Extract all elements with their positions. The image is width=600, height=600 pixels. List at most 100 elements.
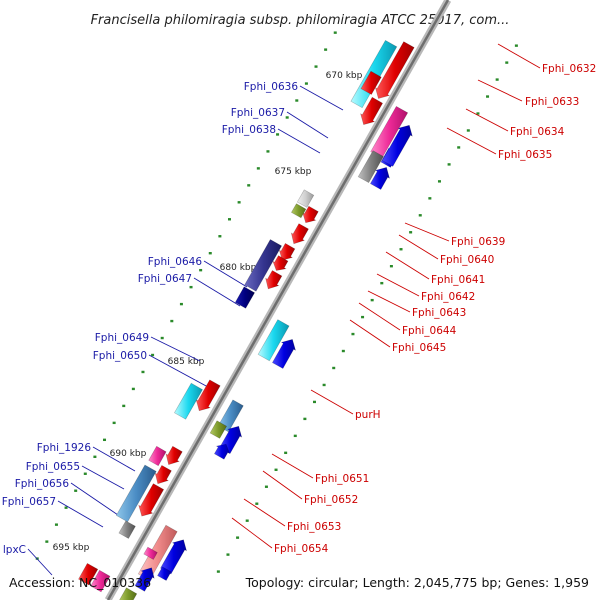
gene-feature-fphi-0637b[interactable] — [381, 124, 413, 167]
gene-feature-fphi-1926[interactable] — [137, 524, 178, 581]
gene-label-fphi-0652[interactable]: Fphi_0652 — [304, 494, 358, 506]
gene-label-fphi-0639[interactable]: Fphi_0639 — [451, 236, 505, 248]
gene-feature-fphi-0650b[interactable] — [209, 420, 228, 439]
gene-label-fphi-0638[interactable]: Fphi_0638 — [222, 124, 276, 136]
tick-dot — [361, 315, 365, 319]
tick-dot — [266, 150, 270, 153]
label-leader-line — [277, 128, 321, 154]
gene-feature-fphi-0636[interactable] — [370, 105, 409, 159]
gene-feature-fphi-0638b[interactable] — [369, 167, 390, 190]
gene-feature-fphi-0643b[interactable] — [244, 239, 283, 292]
gene-feature-fphi-0640[interactable] — [302, 205, 319, 224]
gene-label-fphi-0635[interactable]: Fphi_0635 — [498, 149, 552, 161]
gene-label-fphi-0647[interactable]: Fphi_0647 — [138, 273, 192, 285]
gene-feature-fphi-0642[interactable] — [278, 242, 296, 261]
gene-feature-fphi-0639[interactable] — [296, 189, 315, 208]
label-leader-line — [497, 43, 541, 69]
gene-label-fphi-0646[interactable]: Fphi_0646 — [148, 256, 203, 268]
tick-dot — [418, 214, 422, 217]
gene-label-fphi-0656[interactable]: Fphi_0656 — [15, 478, 70, 490]
gene-feature-fphi-0653[interactable] — [138, 483, 165, 517]
label-leader-line — [367, 290, 411, 313]
gene-feature-fphi-0651b[interactable] — [148, 445, 167, 467]
gene-feature-fphi-0651[interactable] — [165, 445, 183, 465]
gene-feature-fphi-0632b[interactable] — [360, 70, 382, 95]
label-leader-line — [27, 548, 53, 576]
tick-dot — [237, 201, 241, 204]
genome-backbone-inner — [106, 0, 450, 600]
gene-features — [78, 39, 415, 600]
gene-label-fphi-1926[interactable]: Fphi_1926 — [37, 442, 92, 454]
gene-feature-fphi-0655[interactable] — [143, 546, 158, 560]
tick-dot — [437, 180, 441, 183]
gene-label-fphi-0649[interactable]: Fphi_0649 — [95, 332, 149, 344]
gene-label-fphi-0641[interactable]: Fphi_0641 — [431, 274, 485, 286]
tick-dot — [476, 112, 480, 115]
gene-feature-fphi-0640b[interactable] — [290, 203, 307, 219]
label-leader-line — [57, 500, 104, 528]
label-leader-line — [203, 260, 248, 288]
gene-feature-fphi-0646[interactable] — [257, 319, 290, 362]
kbp-tick-label: 670 kbp — [326, 71, 363, 81]
gene-label-fphi-0633[interactable]: Fphi_0633 — [525, 96, 579, 108]
gene-feature-fphi-0652[interactable] — [154, 464, 172, 485]
gene-label-fphi-0637[interactable]: Fphi_0637 — [231, 107, 285, 119]
tick-dot — [245, 519, 249, 522]
tick-dot — [131, 387, 135, 391]
tick-dot — [332, 366, 336, 370]
tick-dot — [236, 536, 240, 539]
gene-label-fphi-0642[interactable]: Fphi_0642 — [421, 291, 475, 303]
gene-feature-fphi-0657b[interactable] — [157, 566, 172, 581]
gene-feature-fphi-0635[interactable] — [360, 96, 384, 125]
gene-feature-bottom-pink[interactable] — [90, 569, 111, 593]
gene-feature-fphi-0656[interactable] — [160, 539, 187, 575]
gene-feature-fphi-0638[interactable] — [357, 150, 384, 184]
gene-feature-fphi-0650c[interactable] — [213, 443, 231, 460]
label-leader-line — [243, 498, 286, 527]
gene-label-fphi-0636[interactable]: Fphi_0636 — [244, 81, 299, 93]
gene-label-fphi-0651[interactable]: Fphi_0651 — [315, 473, 369, 485]
tick-dot — [54, 523, 58, 526]
gene-label-fphi-0640[interactable]: Fphi_0640 — [440, 254, 494, 266]
gene-feature-fphi-0652b[interactable] — [115, 464, 157, 523]
gene-feature-fphi-0657[interactable] — [134, 567, 155, 592]
tick-dot — [226, 553, 230, 556]
tick-dot — [399, 248, 403, 251]
gene-feature-fphi-0644[interactable] — [265, 270, 283, 290]
gene-feature-fphi-0645[interactable] — [234, 286, 256, 309]
gene-label-fphi-0654[interactable]: Fphi_0654 — [274, 543, 329, 555]
topology-text: Topology: circular; Length: 2,045,775 bp… — [245, 575, 589, 590]
tick-dot — [370, 298, 374, 302]
gene-label-purh[interactable]: purH — [355, 409, 381, 421]
kbp-tick-label: 680 kbp — [220, 263, 257, 273]
tick-dot — [208, 252, 212, 255]
accession-text: Accession: NC_010336 — [9, 575, 151, 590]
tick-dot — [218, 235, 222, 238]
tick-dot — [141, 370, 145, 374]
tick-dot — [93, 455, 97, 458]
gene-label-fphi-0655[interactable]: Fphi_0655 — [26, 461, 80, 473]
gene-label-fphi-0644[interactable]: Fphi_0644 — [402, 325, 457, 337]
gene-feature-bottom-olive[interactable] — [119, 587, 138, 600]
tick-dot — [276, 133, 280, 136]
gene-feature-fphi-0647[interactable] — [271, 339, 296, 369]
gene-feature-fphi-0641[interactable] — [290, 223, 309, 245]
gene-label-fphi-0657[interactable]: Fphi_0657 — [2, 496, 56, 508]
tick-dot — [514, 44, 518, 47]
tick-dot — [351, 332, 355, 336]
gene-feature-purh[interactable] — [195, 379, 221, 412]
gene-feature-fphi-0654[interactable] — [118, 520, 136, 539]
gene-label-fphi-0634[interactable]: Fphi_0634 — [510, 126, 565, 138]
gene-label-fphi-0632[interactable]: Fphi_0632 — [542, 63, 596, 75]
label-leader-line — [398, 234, 439, 260]
gene-label-fphi-0643[interactable]: Fphi_0643 — [412, 307, 466, 319]
gene-label-fphi-0645[interactable]: Fphi_0645 — [392, 342, 446, 354]
label-leader-line — [385, 251, 430, 280]
gene-feature-bottom-red[interactable] — [78, 562, 99, 586]
gene-feature-fphi-0643[interactable] — [272, 255, 289, 271]
gene-label-fphi-0650[interactable]: Fphi_0650 — [93, 350, 147, 362]
gene-label-lpxc[interactable]: lpxC — [3, 544, 26, 556]
gene-feature-purh-b[interactable] — [173, 382, 203, 420]
gene-feature-fphi-0633[interactable] — [374, 41, 415, 99]
gene-label-fphi-0653[interactable]: Fphi_0653 — [287, 521, 341, 533]
